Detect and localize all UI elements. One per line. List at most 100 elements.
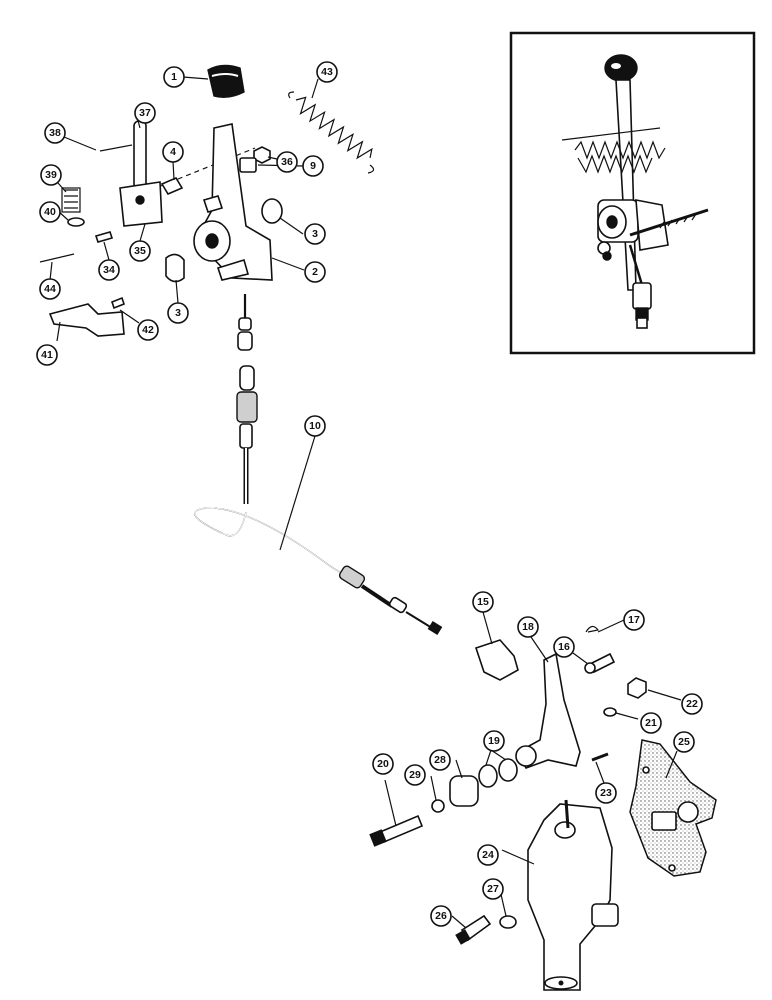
- callout-c1: 1: [163, 66, 185, 88]
- callout-c37: 37: [134, 102, 156, 124]
- callout-number: 19: [488, 735, 500, 747]
- clevis: [474, 639, 519, 681]
- callout-c23: 23: [595, 782, 617, 804]
- callout-circle: [372, 753, 394, 775]
- callout-number: 37: [139, 107, 151, 119]
- callout-circle: [595, 782, 617, 804]
- callout-number: 24: [482, 849, 494, 861]
- callout-c27: 27: [482, 878, 504, 900]
- callout-c22: 22: [681, 693, 703, 715]
- callout-circle: [553, 636, 575, 658]
- callout-circle: [134, 102, 156, 124]
- gasket: [629, 739, 717, 877]
- callout-circle: [302, 155, 324, 177]
- callout-c25: 25: [673, 731, 695, 753]
- callout-number: 27: [487, 883, 499, 895]
- callout-circle: [673, 731, 695, 753]
- callout-circle: [44, 122, 66, 144]
- callout-circle: [316, 61, 338, 83]
- callout-number: 25: [678, 736, 690, 748]
- callout-circle: [304, 223, 326, 245]
- callout-c26: 26: [430, 905, 452, 927]
- control-lever-group: [39, 64, 375, 337]
- callout-circle: [477, 844, 499, 866]
- callout-number: 34: [103, 264, 115, 276]
- knob: [207, 64, 245, 99]
- callout-c44: 44: [39, 278, 61, 300]
- callout-number: 43: [321, 66, 333, 78]
- callout-circle: [276, 151, 298, 173]
- mounting-plate: [48, 303, 125, 337]
- callout-c42: 42: [137, 319, 159, 341]
- callout-number: 28: [434, 754, 446, 766]
- callout-c4: 4: [162, 141, 184, 163]
- callout-c36: 36: [276, 151, 298, 173]
- callout-number: 21: [645, 717, 657, 729]
- callout-c3a: 3: [304, 223, 326, 245]
- callout-circle: [430, 905, 452, 927]
- callout-circle: [304, 261, 326, 283]
- callout-circle: [162, 141, 184, 163]
- callout-c35: 35: [129, 240, 151, 262]
- callout-number: 4: [170, 146, 176, 158]
- callout-c24: 24: [477, 844, 499, 866]
- callout-circle: [681, 693, 703, 715]
- inset-knob: [604, 54, 638, 82]
- callout-circle: [623, 609, 645, 631]
- inset-spring: [574, 140, 666, 160]
- callout-c39: 39: [40, 164, 62, 186]
- callout-circle: [163, 66, 185, 88]
- callout-number: 40: [44, 206, 56, 218]
- callout-c40: 40: [39, 201, 61, 223]
- callout-circle: [483, 730, 505, 752]
- valve-body: [527, 799, 619, 991]
- callout-circle: [129, 240, 151, 262]
- callout-circle: [404, 764, 426, 786]
- callout-circle: [98, 259, 120, 281]
- callout-c38: 38: [44, 122, 66, 144]
- callout-number: 29: [409, 769, 421, 781]
- callout-circle: [517, 616, 539, 638]
- callout-c43: 43: [316, 61, 338, 83]
- callout-number: 20: [377, 758, 389, 770]
- callout-circle: [640, 712, 662, 734]
- callout-number: 18: [522, 621, 534, 633]
- callout-c18: 18: [517, 616, 539, 638]
- callout-number: 9: [310, 160, 316, 172]
- inset-frame: [509, 31, 756, 355]
- callout-number: 38: [49, 127, 61, 139]
- callout-circle: [482, 878, 504, 900]
- callout-number: 44: [44, 283, 56, 295]
- callout-c2: 2: [304, 261, 326, 283]
- valve-linkage-group: [369, 625, 717, 991]
- valve-lever: [516, 652, 581, 769]
- callout-c28: 28: [429, 749, 451, 771]
- callout-number: 3: [175, 307, 181, 319]
- callout-number: 42: [142, 324, 154, 336]
- callout-number: 17: [628, 614, 640, 626]
- assembled-view-inset: [509, 31, 756, 355]
- callout-circle: [304, 415, 326, 437]
- callout-number: 1: [171, 71, 177, 83]
- callout-number: 39: [45, 169, 57, 181]
- callout-circle: [472, 591, 494, 613]
- callout-circle: [39, 278, 61, 300]
- callout-number: 26: [435, 910, 447, 922]
- pivot-pin: [133, 120, 147, 190]
- callout-circle: [40, 164, 62, 186]
- callout-c29: 29: [404, 764, 426, 786]
- callout-circle: [36, 344, 58, 366]
- callout-circle: [39, 201, 61, 223]
- callout-c19: 19: [483, 730, 505, 752]
- callout-c17: 17: [623, 609, 645, 631]
- callout-circle: [429, 749, 451, 771]
- callout-number: 41: [41, 349, 53, 361]
- callout-number: 35: [134, 245, 146, 257]
- callout-c9: 9: [302, 155, 324, 177]
- callout-circle: [167, 302, 189, 324]
- tension-spring: [288, 91, 375, 174]
- callout-c41: 41: [36, 344, 58, 366]
- callout-number: 15: [477, 596, 489, 608]
